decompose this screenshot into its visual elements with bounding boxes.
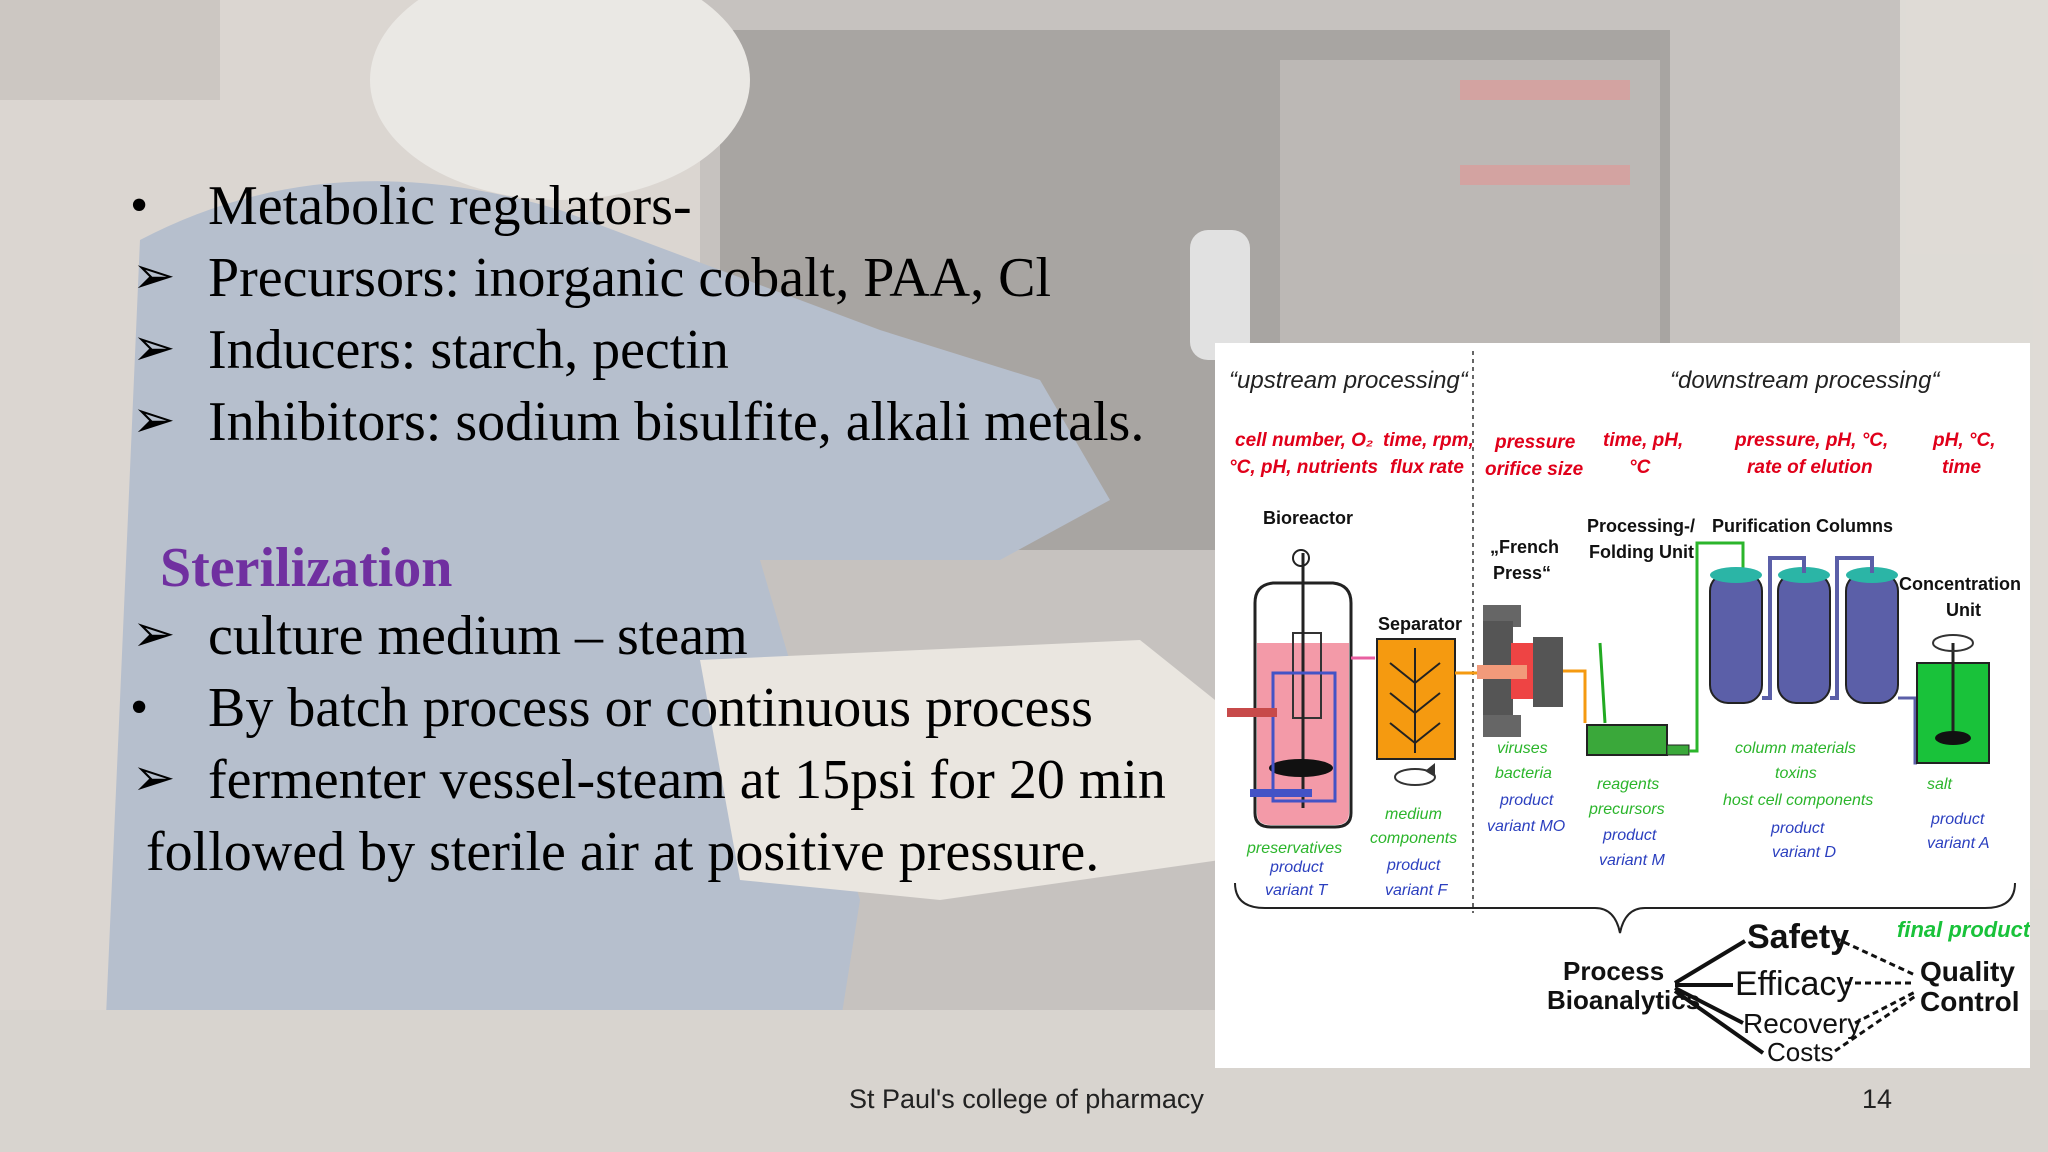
param-text: cell number, O₂: [1235, 430, 1373, 451]
arrow-bullet-marker: ➢: [132, 248, 176, 305]
byproduct-text: product: [1602, 827, 1657, 844]
byproduct-text: product: [1770, 820, 1825, 837]
arrow-bullet-marker: ➢: [132, 606, 176, 663]
param-text: flux rate: [1390, 457, 1464, 478]
param-text: time: [1942, 457, 1982, 478]
byproduct-text: variant M: [1599, 852, 1665, 869]
process-label: Process: [1563, 956, 1664, 986]
param-text: pressure: [1494, 432, 1576, 453]
unit-label: Folding Unit: [1589, 542, 1694, 562]
byproduct-text: reagents: [1597, 776, 1659, 793]
byproduct-text: toxins: [1775, 765, 1817, 782]
byproduct-text: viruses: [1497, 740, 1548, 757]
param-text: orifice size: [1485, 459, 1584, 480]
costs-label: Costs: [1767, 1037, 1833, 1067]
folding-unit-icon: [1586, 642, 1690, 756]
page-number: 14: [1862, 1084, 1893, 1114]
bullet-text: Inducers: starch, pectin: [208, 319, 729, 381]
param-text: pH, °C,: [1932, 430, 1995, 451]
unit-label: Processing-/: [1587, 516, 1695, 536]
separator-icon: [1376, 638, 1456, 786]
final-product-label: final product: [1897, 917, 2030, 942]
concentration-unit-icon: [1916, 634, 1990, 764]
byproduct-text: medium: [1385, 806, 1442, 823]
quality-label: Quality: [1920, 956, 2015, 987]
byproduct-text: product: [1499, 792, 1554, 809]
byproduct-text: product: [1269, 859, 1324, 876]
unit-label: Press“: [1493, 563, 1551, 583]
flow-arrow: [1689, 541, 1745, 753]
bullet-text: culture medium – steam: [208, 605, 748, 667]
flow-arrow: [1898, 696, 1917, 765]
safety-label: Safety: [1747, 918, 1849, 956]
french-press-icon: [1477, 605, 1563, 737]
byproduct-text: variant T: [1265, 882, 1328, 899]
footer-text: St Paul's college of pharmacy: [849, 1084, 1204, 1114]
recovery-label: Recovery: [1743, 1008, 1861, 1039]
byproduct-text: salt: [1927, 776, 1952, 793]
bioprocess-diagram: “upstream processing“ “downstream proces…: [1215, 343, 2030, 1068]
bioreactor-icon: [1227, 549, 1353, 829]
bullet-text: By batch process or continuous process: [208, 677, 1093, 739]
purification-columns-icon: [1709, 556, 1899, 704]
unit-label: Purification Columns: [1712, 516, 1893, 536]
flow-arrow: [1563, 669, 1587, 723]
quality-label: Control: [1920, 986, 2020, 1017]
byproduct-text: product: [1386, 857, 1441, 874]
unit-label: Unit: [1946, 600, 1981, 620]
upstream-label: “upstream processing“: [1229, 367, 1470, 394]
slide-text: • Metabolic regulators- ➢ Precursors: in…: [130, 175, 1166, 883]
unit-label: Bioreactor: [1263, 508, 1353, 528]
byproduct-text: precursors: [1588, 801, 1665, 818]
bullet-marker: •: [130, 177, 149, 234]
param-text: time, pH,: [1603, 430, 1683, 451]
byproduct-text: variant F: [1385, 882, 1448, 899]
param-text: rate of elution: [1747, 457, 1873, 478]
bullet-text: Inhibitors: sodium bisulfite, alkali met…: [208, 391, 1145, 453]
arrow-bullet-marker: ➢: [132, 320, 176, 377]
byproduct-text: components: [1370, 830, 1457, 847]
downstream-label: “downstream processing“: [1670, 367, 1941, 394]
unit-label: Concentration: [1899, 574, 2021, 594]
bullet-marker: •: [130, 679, 149, 736]
param-text: time, rpm,: [1383, 430, 1474, 451]
param-text: °C, pH, nutrients: [1229, 457, 1378, 478]
continuation-text: followed by sterile air at positive pres…: [146, 821, 1100, 883]
unit-label: Separator: [1378, 614, 1462, 634]
param-text: pressure, pH, °C,: [1734, 430, 1888, 451]
brace-line: [1234, 882, 2016, 934]
param-text: °C: [1629, 457, 1651, 478]
section-heading: Sterilization: [160, 537, 453, 599]
arrow-bullet-marker: ➢: [132, 392, 176, 449]
byproduct-text: column materials: [1735, 740, 1856, 757]
bullet-text: Precursors: inorganic cobalt, PAA, Cl: [208, 247, 1052, 309]
byproduct-text: product: [1930, 811, 1985, 828]
byproduct-text: variant MO: [1487, 818, 1565, 835]
arrow-bullet-marker: ➢: [132, 750, 176, 807]
efficacy-label: Efficacy: [1735, 965, 1853, 1003]
bullet-text: Metabolic regulators-: [208, 175, 692, 237]
bullet-text: fermenter vessel-steam at 15psi for 20 m…: [208, 749, 1166, 811]
byproduct-text: bacteria: [1495, 765, 1552, 782]
byproduct-text: variant A: [1927, 835, 1990, 852]
byproduct-text: variant D: [1772, 844, 1836, 861]
byproduct-text: host cell components: [1723, 792, 1873, 809]
unit-label: „French: [1490, 537, 1559, 557]
analytics-arrows: [1673, 936, 1918, 1055]
byproduct-text: preservatives: [1246, 840, 1342, 857]
bioprocess-diagram-svg: “upstream processing“ “downstream proces…: [1227, 351, 2030, 1067]
